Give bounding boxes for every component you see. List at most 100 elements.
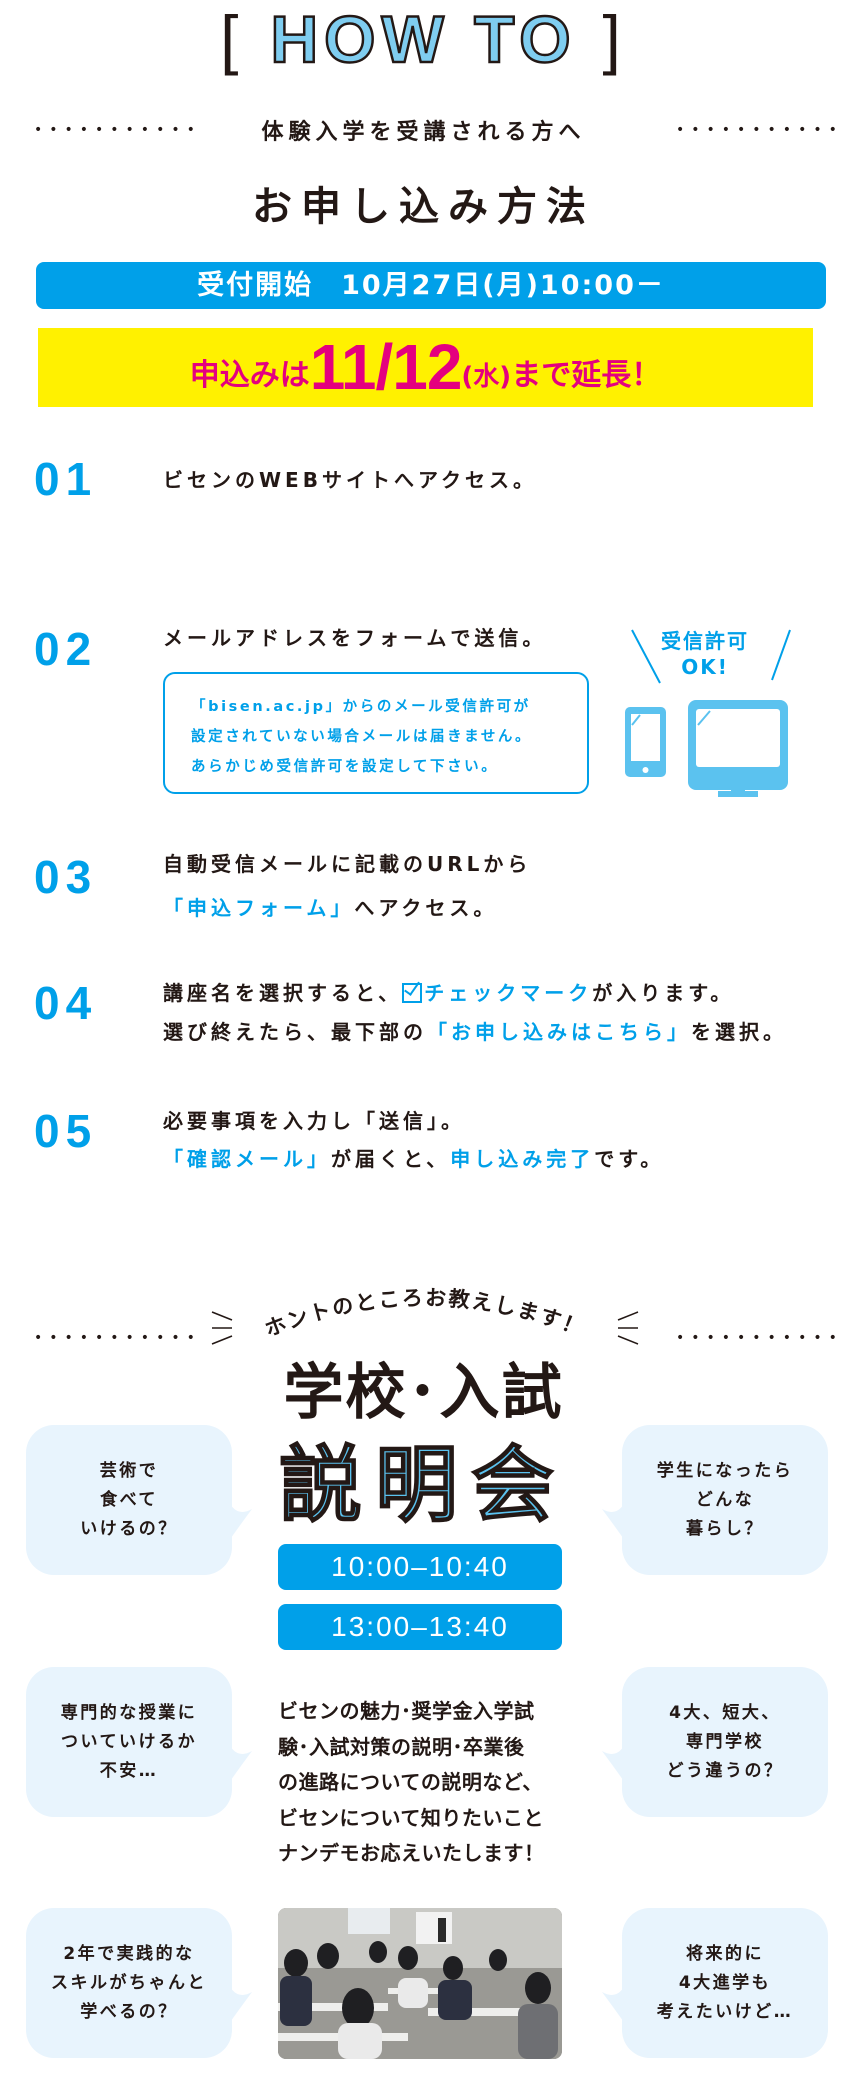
highlight-text: チェックマーク	[424, 981, 593, 1005]
bracket-right: ]	[602, 2, 627, 76]
question-bubble: 専門的な授業についていけるか不安…	[26, 1667, 252, 1817]
dotted-divider: •••••••••••	[676, 122, 844, 138]
bubble-line: 専門学校	[686, 1731, 764, 1752]
howto-title: [ HOW TO]	[0, 2, 847, 76]
highlight-text: 「申込フォーム」	[163, 896, 355, 920]
step-text-rest: へアクセス。	[354, 896, 498, 920]
smartphone-icon	[625, 707, 666, 777]
step-number: 04	[34, 977, 98, 1029]
title-text: HOW TO	[269, 2, 577, 76]
deadline-weekday: (水)	[461, 362, 512, 392]
bubble-line: 将来的に	[686, 1943, 764, 1964]
step-number: 05	[34, 1105, 98, 1157]
reception-date: 10月27日(月)10:00－	[341, 270, 665, 301]
bubble-tail	[602, 1978, 628, 2028]
bubble-tail	[602, 1495, 628, 1545]
step-text-part: 講座名を選択すると、	[163, 981, 403, 1005]
permission-badge: 受信許可 OK!	[620, 628, 790, 680]
time-slot: 13:00–13:40	[278, 1604, 562, 1650]
dotted-divider: •••••••••••	[676, 1330, 844, 1346]
deadline-date: 11/12	[309, 331, 463, 403]
dotted-divider: •••••••••••	[34, 122, 202, 138]
monitor-icon	[688, 700, 788, 797]
deadline-banner: 申込みは11/12(水)まで延長！	[38, 328, 813, 407]
badge-line: 受信許可	[661, 629, 749, 653]
step-text-part: が届くと、	[331, 1147, 451, 1171]
step-text: 選び終えたら、最下部の「お申し込みはこちら」を選択。	[163, 1016, 787, 1045]
checkmark-icon	[402, 983, 423, 1003]
dotted-divider: •••••••••••	[34, 1330, 202, 1346]
reception-label: 受付開始	[197, 270, 314, 301]
bubble-line: スキルがちゃんと	[51, 1972, 207, 1993]
step-text: ビセンのWEBサイトへアクセス。	[163, 468, 537, 492]
bubble-line: 考えたいけど…	[656, 2001, 794, 2022]
bubble-line: 2年で実践的な	[63, 1943, 195, 1964]
description-line: ビセンについて知りたいこと	[278, 1805, 544, 1830]
svg-text:ホントのところお教えします！: ホントのところお教えします！	[261, 1286, 588, 1342]
step-number: 02	[34, 623, 98, 675]
step-text-part: を選択。	[691, 1020, 787, 1044]
page-heading: お申し込み方法	[252, 184, 595, 230]
bubble-line: 4大進学も	[678, 1972, 772, 1993]
highlight-text: 「確認メール」	[163, 1147, 331, 1171]
mail-permission-notice: 「bisen.ac.jp」からのメール受信許可が 設定されていない場合メールは届…	[163, 672, 589, 794]
step-number: 01	[34, 453, 98, 505]
deadline-prefix: 申込みは	[189, 358, 310, 393]
step-text: 「申込フォーム」へアクセス。	[163, 892, 497, 921]
reception-bar: 受付開始 10月27日(月)10:00－	[36, 262, 826, 309]
bubble-line: 学生になったら	[656, 1460, 794, 1481]
question-bubble: 学生になったらどんな暮らし？	[602, 1425, 828, 1575]
step-text: 必要事項を入力し「送信」。	[163, 1109, 465, 1133]
bubble-line: 食べて	[100, 1489, 158, 1510]
step-number: 03	[34, 851, 98, 903]
highlight-text: 「お申し込みはこちら」	[427, 1020, 691, 1044]
step-text: メールアドレスをフォームで送信。	[163, 626, 547, 650]
step-text: 自動受信メールに記載のURLから	[163, 852, 532, 876]
bubble-line: いけるの？	[80, 1518, 178, 1539]
step-text-part: です。	[594, 1147, 665, 1171]
bubble-line: 暮らし？	[686, 1518, 764, 1539]
description-line: の進路についての説明など、	[278, 1770, 543, 1794]
badge-line: OK!	[681, 655, 729, 679]
bubble-line: どんな	[695, 1489, 755, 1510]
bubble-tail	[602, 1737, 628, 1787]
seminar-photo	[278, 1908, 562, 2059]
bracket-left: [	[220, 2, 245, 76]
seminar-title-main: 説明会	[278, 1437, 568, 1534]
bubble-line: 4大、短大、	[669, 1702, 781, 1723]
bubble-line: ついていけるか	[61, 1731, 197, 1752]
question-bubble: 芸術で食べていけるの？	[26, 1425, 252, 1575]
notice-line: 「bisen.ac.jp」からのメール受信許可が	[191, 699, 531, 715]
bubble-line: 不安…	[99, 1760, 159, 1781]
bubble-line: 専門的な授業に	[60, 1702, 198, 1723]
description-line: 験･入試対策の説明･卒業後	[278, 1734, 525, 1759]
bubble-tail	[226, 1978, 252, 2028]
seminar-description: ビセンの魅力･奨学金入学試 験･入試対策の説明･卒業後 の進路についての説明など…	[278, 1694, 568, 1872]
emphasis-lines-icon	[211, 1311, 639, 1345]
description-line: ビセンの魅力･奨学金入学試	[278, 1699, 535, 1723]
description-line: ナンデモお応えいたします！	[278, 1841, 545, 1865]
notice-line: あらかじめ受信許可を設定して下さい。	[191, 759, 499, 775]
step-text: 「確認メール」が届くと、申し込み完了です。	[163, 1143, 664, 1172]
deadline-suffix: まで延長！	[511, 358, 662, 393]
bubble-tail	[226, 1737, 252, 1787]
step-text: 講座名を選択すると、チェックマークが入ります。	[163, 977, 734, 1006]
question-bubble: 将来的に 4大進学も考えたいけど…	[602, 1908, 828, 2058]
subtitle: 体験入学を受講される方へ	[261, 120, 586, 145]
notice-line: 設定されていない場合メールは届きません。	[191, 729, 533, 745]
bubble-tail	[226, 1495, 252, 1545]
devices-icon	[625, 629, 791, 797]
question-bubble: 2年で実践的なスキルがちゃんと学べるの？	[26, 1908, 252, 2058]
seminar-title: 学校･入試	[283, 1358, 564, 1428]
question-bubble: 4大、短大、専門学校どう違うの？	[602, 1667, 828, 1817]
tagline-arc: ホントのところお教えします！	[211, 1286, 639, 1345]
bubble-line: どう違うの？	[666, 1760, 784, 1781]
tagline-text: ホントのところお教えします！	[261, 1286, 586, 1342]
step-text-part: が入ります。	[592, 981, 735, 1005]
highlight-text: 申し込み完了	[450, 1147, 595, 1171]
bubble-line: 学べるの？	[80, 2001, 178, 2022]
time-slot: 10:00–10:40	[278, 1544, 562, 1590]
bubble-line: 芸術で	[99, 1460, 159, 1481]
step-text-part: 選び終えたら、最下部の	[163, 1020, 427, 1044]
classroom-photo-illustration	[278, 1908, 562, 2059]
